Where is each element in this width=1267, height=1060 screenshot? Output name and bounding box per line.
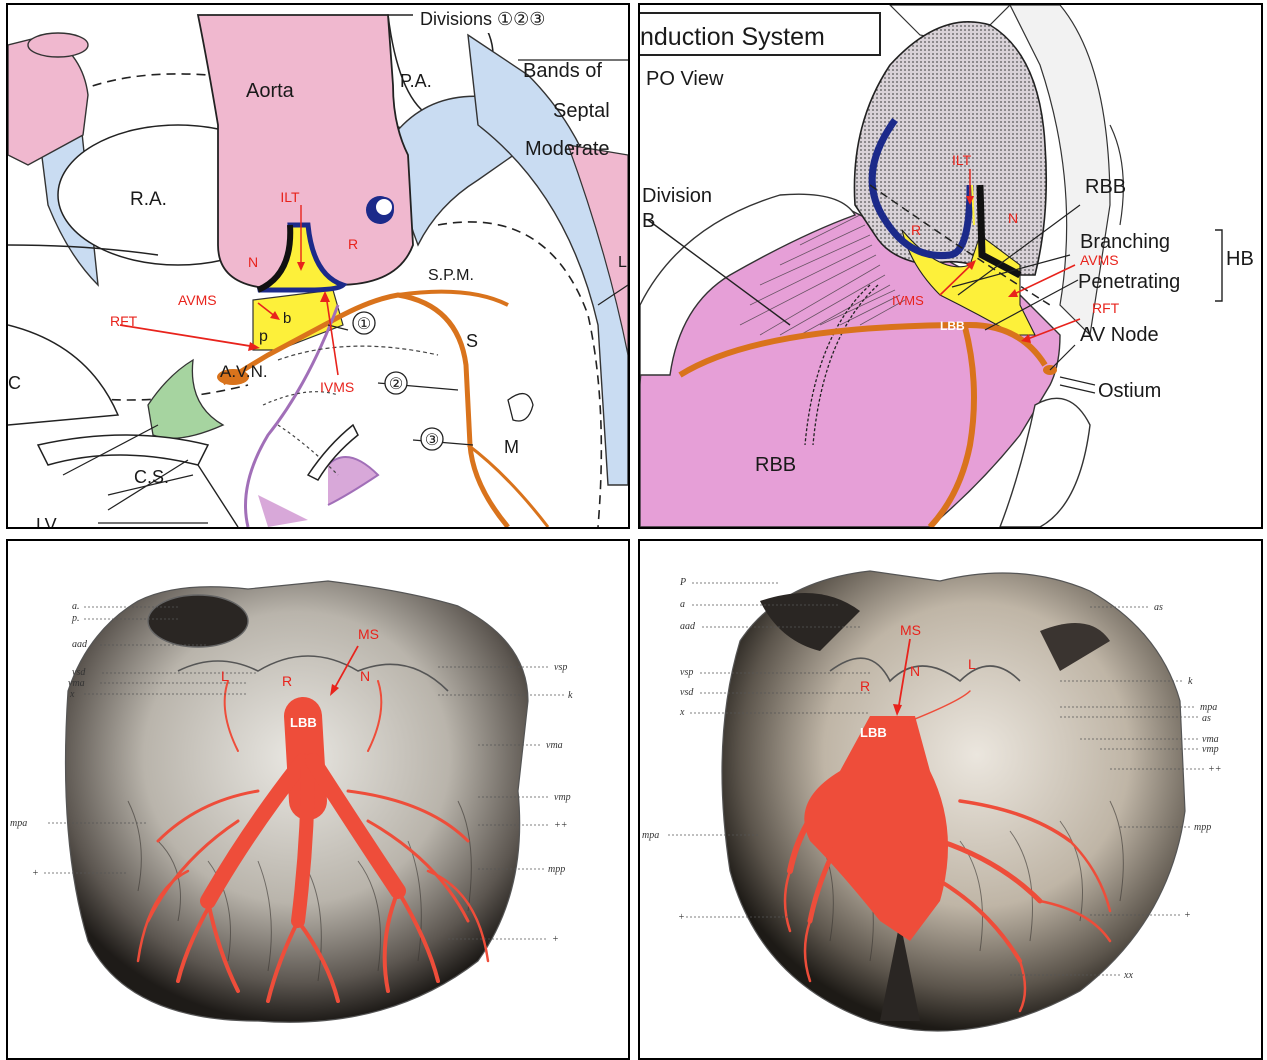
label-left-2: aad [680,621,696,632]
panel-anatomy-diagram-left: ① ② ③ Divisions ①②③ Bands of Septal Mode… [6,3,630,529]
label-circ3: ③ [425,432,439,449]
label-r: R [911,222,921,238]
label-r: R [348,236,358,252]
label-penetrating: Penetrating [1078,271,1180,293]
label-division: Division [642,185,712,207]
label-right-6: + [552,934,559,945]
label-av-node: AV Node [1080,324,1159,346]
label-divisions: Divisions ①②③ [420,9,545,29]
label-left-1: a [680,599,685,610]
panel-heart-specimen-right: P a aad vsp vsd x mpa + as k mpa as vma … [638,539,1263,1060]
label-avms: AVMS [178,292,217,308]
label-cs: C.S. [134,467,169,487]
label-right-7: mpp [1194,822,1211,833]
label-left-4: vsd [680,687,694,698]
label-left-4: vma [68,678,85,689]
label-n: N [360,668,370,684]
label-septal: Septal [553,100,610,122]
label-circ2: ② [389,376,403,393]
label-rft: RFT [1092,300,1120,316]
label-right-2: mpa [1200,702,1217,713]
label-right-6: ++ [1208,764,1222,775]
label-po-view: PO View [646,68,724,90]
label-right-0: vsp [554,662,567,673]
label-left-0: P [679,577,686,588]
label-left-2: aad [72,639,88,650]
label-circ1: ① [357,316,371,333]
label-n: N [248,254,258,270]
label-right-3: as [1202,713,1211,724]
label-rbb-bottom: RBB [755,454,796,476]
label-bands-of: Bands of [523,60,602,82]
label-moderate: Moderate [525,138,610,160]
label-ivms: IVMS [892,293,924,308]
label-right-2: vma [546,740,563,751]
label-left-6: mpa [642,830,659,841]
label-lv: LV [36,515,57,527]
anatomy-diagram-left: ① ② ③ Divisions ①②③ Bands of Septal Mode… [8,5,628,527]
title-conduction-system: nduction System [640,23,825,51]
label-ilt: ILT [952,152,972,168]
label-right-0: as [1154,602,1163,613]
label-avn: A.V.N. [220,362,268,381]
label-right-9: xx [1123,970,1133,981]
label-n: N [1008,210,1018,226]
label-c: C [8,373,21,393]
label-right-5: mpp [548,864,565,875]
label-r: R [860,678,870,694]
label-ms: MS [900,622,921,638]
label-p: p [259,328,268,345]
label-avms: AVMS [1080,252,1119,268]
label-b: B [642,210,655,232]
label-left-1: p. [71,613,80,624]
label-right-1: k [568,690,573,701]
label-ivms: IVMS [320,379,354,395]
label-ra: R.A. [130,189,167,210]
label-spm: S.P.M. [428,267,474,284]
label-lbb: LBB [290,715,317,730]
label-ilt: ILT [280,189,300,205]
label-l: L [221,668,229,684]
conduction-system-diagram: nduction System PO View Division B RBB B… [640,5,1261,527]
label-left-0: a. [72,601,80,612]
label-hb: HB [1226,248,1254,270]
label-lbb: LBB [860,725,887,740]
label-left-5: x [69,689,75,700]
panel-conduction-system-po-view: nduction System PO View Division B RBB B… [638,3,1263,529]
panel-heart-specimen-left: a. p. aad vsd vma x mpa + vsp k vma vmp … [6,539,630,1060]
label-r: R [282,673,292,689]
label-right-8: + [1184,910,1191,921]
label-rft: RFT [110,313,138,329]
label-left-3: vsd [72,667,86,678]
label-aorta: Aorta [246,80,295,102]
heart-specimen-right: P a aad vsp vsd x mpa + as k mpa as vma … [640,541,1261,1058]
label-s: S [466,331,478,351]
label-left-7: + [678,912,685,923]
label-rbb-top: RBB [1085,176,1126,198]
label-lbb: LBB [940,319,965,333]
label-b: b [283,310,291,327]
label-l: L [968,656,976,672]
label-left-6: mpa [10,818,27,829]
label-ms: MS [358,626,379,642]
label-n: N [910,663,920,679]
label-right-5: vmp [1202,744,1219,755]
label-left-7: + [32,868,39,879]
label-l: L [618,254,627,271]
label-right-4: ++ [554,820,568,831]
label-left-5: x [679,707,685,718]
label-branching: Branching [1080,231,1170,253]
heart-specimen-left: a. p. aad vsd vma x mpa + vsp k vma vmp … [8,541,628,1058]
label-right-1: k [1188,676,1193,687]
label-m: M [504,437,519,457]
label-ostium: Ostium [1098,380,1161,402]
label-right-3: vmp [554,792,571,803]
label-pa: P.A. [400,71,432,91]
label-left-3: vsp [680,667,693,678]
